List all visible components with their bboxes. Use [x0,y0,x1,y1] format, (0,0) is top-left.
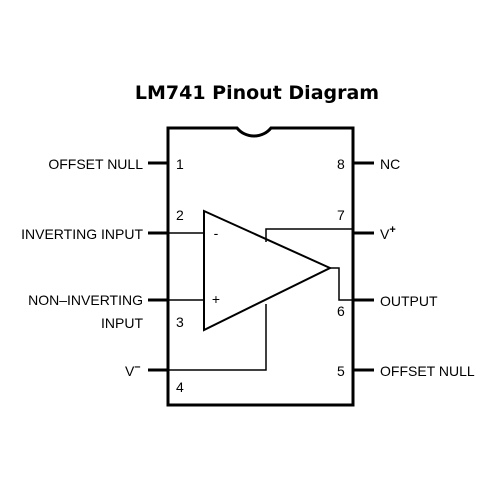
pin-6-label: OUTPUT [380,293,438,309]
diagram-title: LM741 Pinout Diagram [135,82,379,104]
pin-4-label-sup: – [134,361,140,373]
opamp-plus-sign: + [212,291,220,307]
pin-7-label-sup: + [389,224,395,236]
ic-package-body [166,126,355,407]
pin-3-label-line2: INPUT [101,315,143,331]
output-wire [330,267,353,301]
pin-3-label-line1: NON–INVERTING [28,292,143,308]
pin-1-number: 1 [176,156,184,172]
pin-1-label: OFFSET NULL [48,156,143,172]
opamp-triangle-symbol [203,209,333,332]
pin-2-label: INVERTING INPUT [21,226,143,242]
pin-8-number: 8 [337,156,345,172]
pin-5-label: OFFSET NULL [380,363,475,379]
pin-4-number: 4 [176,379,184,395]
pin-3-number: 3 [176,314,184,330]
pin-7-label-base: V [380,226,390,242]
vplus-supply-wire [265,228,353,242]
pin-2-number: 2 [176,207,184,223]
pin-7-label: V+ [380,224,396,242]
pin-7-number: 7 [337,207,345,223]
pin-8-label: NC [380,156,400,172]
opamp-minus-sign: - [214,225,219,241]
vminus-supply-wire [168,304,267,371]
pin-5-number: 5 [337,363,345,379]
pin-6-number: 6 [337,303,345,319]
pin-4-label-base: V [125,363,135,379]
pin-4-label: V– [125,361,140,379]
